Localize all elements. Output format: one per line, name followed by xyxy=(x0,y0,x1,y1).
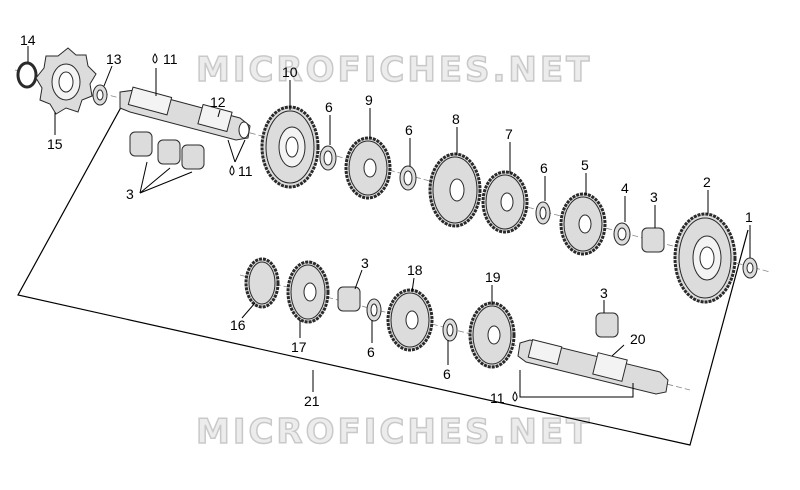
watermark-top: MICROFICHES.NET xyxy=(195,49,593,91)
callout-11a: 11 xyxy=(163,51,178,67)
part-9-gear xyxy=(344,136,392,200)
callout-21: 21 xyxy=(304,393,320,409)
callout-11b: 11 xyxy=(238,163,253,179)
part-14-circlip xyxy=(16,61,38,89)
callout-10: 10 xyxy=(282,64,298,80)
callout-5: 5 xyxy=(581,157,589,173)
leader-lines xyxy=(27,46,751,398)
part-16-gear xyxy=(244,257,280,309)
callout-6e: 6 xyxy=(443,366,451,382)
callout-14: 14 xyxy=(20,32,36,48)
part-18-gear xyxy=(386,288,434,352)
watermark-bottom: MICROFICHES.NET xyxy=(195,411,593,453)
callout-6b: 6 xyxy=(405,122,413,138)
callout-17: 17 xyxy=(291,339,307,355)
callout-13: 13 xyxy=(106,51,122,67)
oil-drop-icon xyxy=(152,53,158,64)
oil-drop-icon-group xyxy=(152,53,518,402)
callout-6a: 6 xyxy=(325,99,333,115)
callout-6c: 6 xyxy=(540,160,548,176)
callout-1: 1 xyxy=(745,209,753,225)
part-12-main-shaft xyxy=(119,86,251,141)
callout-9: 9 xyxy=(365,92,373,108)
part-15-sprocket xyxy=(35,47,97,115)
part-21-counter-shaft xyxy=(517,339,669,395)
callout-3d: 3 xyxy=(600,285,608,301)
callout-11c: 11 xyxy=(490,390,505,406)
callout-8: 8 xyxy=(452,111,460,127)
part-17-gear xyxy=(286,260,330,324)
callout-2: 2 xyxy=(703,174,711,190)
callout-7: 7 xyxy=(505,126,513,142)
part-3-needle-bearing-right xyxy=(641,227,665,253)
part-7-gear xyxy=(481,170,529,234)
part-10-gear xyxy=(260,105,320,189)
part-3-needle-bearing-lower xyxy=(337,286,361,312)
part-2-gear xyxy=(673,212,737,304)
callout-16: 16 xyxy=(230,317,246,333)
oil-drop-icon xyxy=(229,165,235,176)
callout-20: 20 xyxy=(630,331,646,347)
callout-15: 15 xyxy=(47,136,63,152)
assembly-frame xyxy=(17,99,749,446)
callout-4: 4 xyxy=(621,180,629,196)
part-8-gear xyxy=(428,152,482,228)
callout-12: 12 xyxy=(210,94,226,110)
callout-3a: 3 xyxy=(126,186,134,202)
part-3-needle-bearings-upper xyxy=(129,131,205,170)
callout-6d: 6 xyxy=(367,344,375,360)
part-5-gear xyxy=(559,192,607,256)
callout-18: 18 xyxy=(407,262,423,278)
callout-3b: 3 xyxy=(650,189,658,205)
part-3-needle-bearing-lower-right xyxy=(595,312,619,338)
oil-drop-icon xyxy=(512,391,518,402)
callout-3c: 3 xyxy=(361,255,369,271)
part-19-gear xyxy=(468,301,516,369)
callout-19: 19 xyxy=(485,269,501,285)
